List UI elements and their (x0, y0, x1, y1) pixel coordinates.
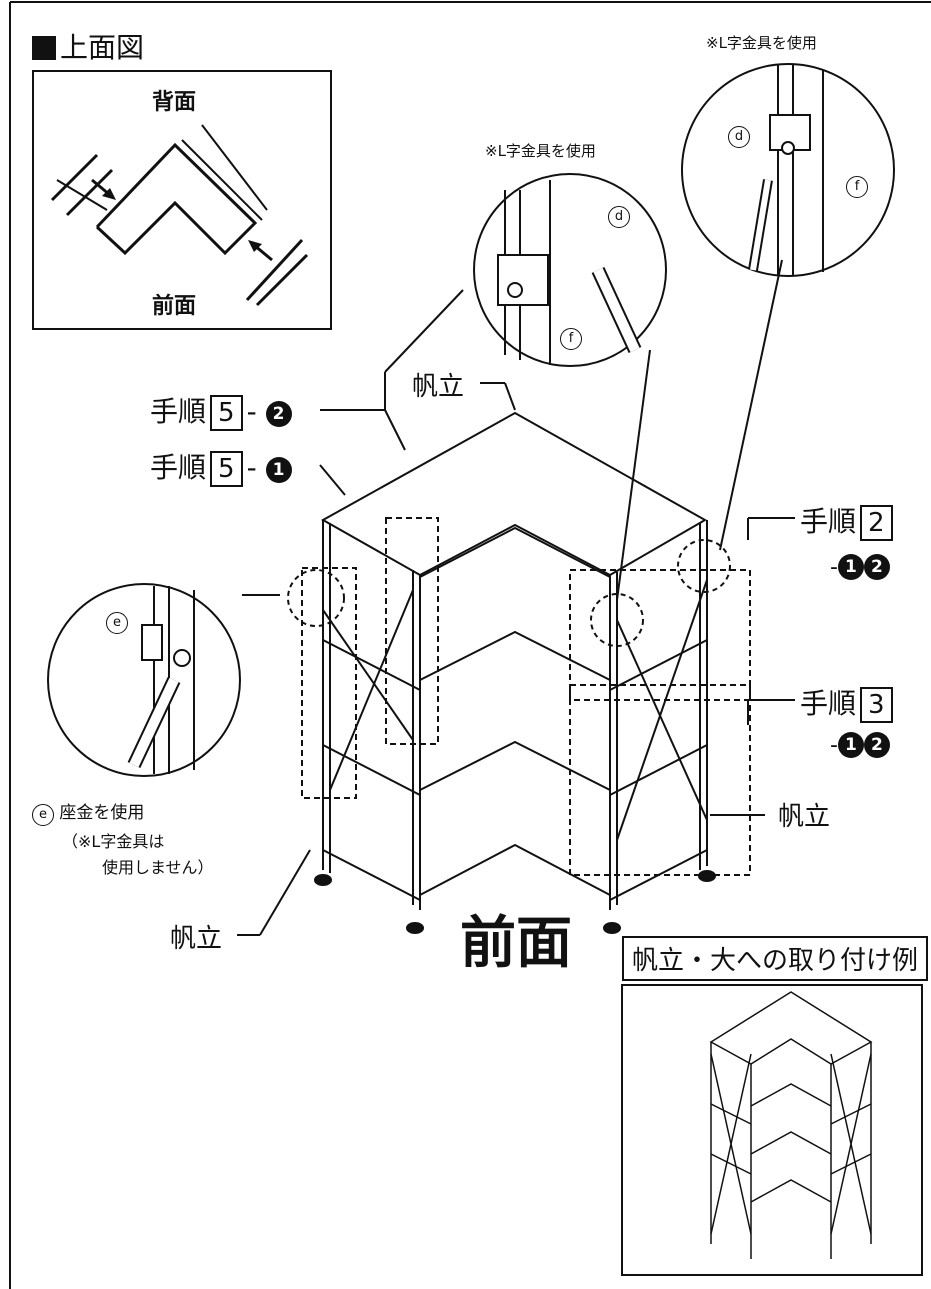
step-number-box: 5 (210, 451, 243, 487)
bullet-1: 1 (837, 732, 864, 758)
step-number-box: 5 (210, 395, 243, 431)
part-f-label-upper: f (846, 176, 868, 198)
part-d-label-upper: d (728, 126, 750, 148)
front-label-small: 前面 (152, 294, 197, 319)
example-box (621, 984, 923, 1276)
part-d-label-mid: d (608, 206, 630, 228)
bullet-2: 2 (265, 401, 292, 427)
step-number-box: 2 (860, 505, 893, 541)
hanritsu-label-left: 帆立 (170, 924, 223, 954)
step-number-box: 3 (860, 687, 893, 723)
hanritsu-label-top: 帆立 (412, 372, 465, 402)
bullet-1: 1 (837, 554, 864, 580)
top-view-title: 上面図 (32, 26, 144, 66)
example-title: 帆立・大への取り付け例 (622, 936, 929, 981)
washer-sub1: （※L字金具は (62, 832, 165, 851)
back-label: 背面 (152, 90, 197, 115)
top-view-box (32, 70, 332, 330)
part-e-label-circle: e (106, 612, 128, 634)
bullet-2: 2 (863, 554, 890, 580)
l-bracket-note-mid: ※L字金具を使用 (485, 142, 596, 160)
washer-sub2: 使用しません） (102, 858, 214, 877)
detail-circle-upper-right (681, 63, 895, 277)
hanritsu-label-right: 帆立 (778, 802, 831, 832)
l-bracket-note-upper: ※L字金具を使用 (706, 34, 817, 52)
part-f-label-mid: f (560, 328, 582, 350)
bullet-2: 2 (863, 732, 890, 758)
bullet-1: 1 (265, 457, 292, 483)
square-icon (32, 36, 56, 60)
detail-circle-left (47, 583, 241, 777)
washer-note: e 座金を使用 (32, 798, 144, 826)
part-e-label: e (32, 804, 54, 826)
front-label-large: 前面 (460, 910, 572, 976)
